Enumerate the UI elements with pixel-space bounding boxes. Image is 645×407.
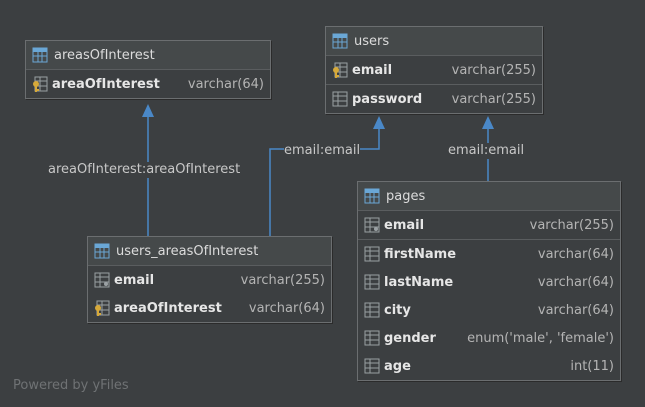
column-icon (364, 330, 380, 346)
primary-key-icon (332, 62, 348, 78)
table-title: users (354, 33, 390, 49)
divider (358, 239, 620, 240)
column-row[interactable]: firstName varchar(64) (358, 240, 620, 268)
column-type: varchar(64) (187, 76, 264, 92)
column-name: city (384, 302, 411, 318)
column-icon (332, 91, 348, 107)
column-row[interactable]: password varchar(255) (326, 85, 542, 113)
table-icon (94, 243, 110, 259)
column-row[interactable]: lastName varchar(64) (358, 268, 620, 296)
column-type: varchar(255) (451, 91, 536, 107)
table-title: areasOfInterest (54, 47, 155, 63)
arrow-uai-users (373, 116, 385, 129)
column-name: firstName (384, 246, 457, 262)
column-name: gender (384, 330, 436, 346)
column-type: varchar(255) (451, 62, 536, 78)
table-icon (364, 188, 380, 204)
column-icon (364, 358, 380, 374)
relation-label-pages-email: email:email (448, 143, 525, 159)
column-type: varchar(255) (240, 272, 325, 288)
table-title: pages (386, 188, 426, 204)
column-row[interactable]: age int(11) (358, 352, 620, 380)
column-type: varchar(255) (529, 217, 614, 233)
column-row[interactable]: city varchar(64) (358, 296, 620, 324)
column-icon (364, 302, 380, 318)
column-name: password (352, 91, 423, 107)
table-header: users (326, 27, 542, 56)
watermark: Powered by yFiles (13, 378, 129, 393)
column-type: int(11) (570, 358, 614, 374)
column-type: varchar(64) (537, 246, 614, 262)
column-row[interactable]: email varchar(255) (358, 211, 620, 239)
foreign-key-icon (94, 272, 110, 288)
column-name: email (114, 272, 155, 288)
column-row[interactable]: gender enum('male', 'female') (358, 324, 620, 352)
table-users-areasofinterest[interactable]: users_areasOfInterest email varchar(255)… (87, 236, 332, 323)
table-header: users_areasOfInterest (88, 237, 331, 266)
table-areasofinterest[interactable]: areasOfInterest areaOfInterest varchar(6… (25, 40, 271, 99)
column-name: age (384, 358, 411, 374)
relation-label-areaofinterest: areaOfInterest:areaOfInterest (48, 162, 241, 178)
column-name: areaOfInterest (114, 300, 222, 316)
column-row[interactable]: email varchar(255) (88, 266, 331, 294)
arrow-pages-users (482, 116, 494, 129)
column-type: varchar(64) (537, 274, 614, 290)
table-pages[interactable]: pages email varchar(255) firstName varch… (357, 181, 621, 381)
arrow-areaofinterest (142, 104, 154, 117)
column-name: areaOfInterest (52, 76, 160, 92)
column-type: varchar(64) (537, 302, 614, 318)
column-row[interactable]: areaOfInterest varchar(64) (88, 294, 331, 322)
relation-label-uai-email: email:email (284, 143, 361, 159)
table-icon (32, 47, 48, 63)
column-row[interactable]: email varchar(255) (326, 56, 542, 84)
foreign-key-icon (364, 217, 380, 233)
column-type: enum('male', 'female') (467, 330, 614, 346)
primary-foreign-key-icon (94, 300, 110, 316)
column-type: varchar(64) (248, 300, 325, 316)
table-users[interactable]: users email varchar(255) password varcha… (325, 26, 543, 114)
column-name: lastName (384, 274, 454, 290)
column-icon (364, 274, 380, 290)
column-name: email (352, 62, 393, 78)
divider (326, 84, 542, 85)
table-header: areasOfInterest (26, 41, 270, 70)
table-header: pages (358, 182, 620, 211)
primary-key-icon (32, 76, 48, 92)
column-icon (364, 246, 380, 262)
table-icon (332, 33, 348, 49)
column-row[interactable]: areaOfInterest varchar(64) (26, 70, 270, 98)
table-title: users_areasOfInterest (116, 243, 259, 259)
column-name: email (384, 217, 425, 233)
